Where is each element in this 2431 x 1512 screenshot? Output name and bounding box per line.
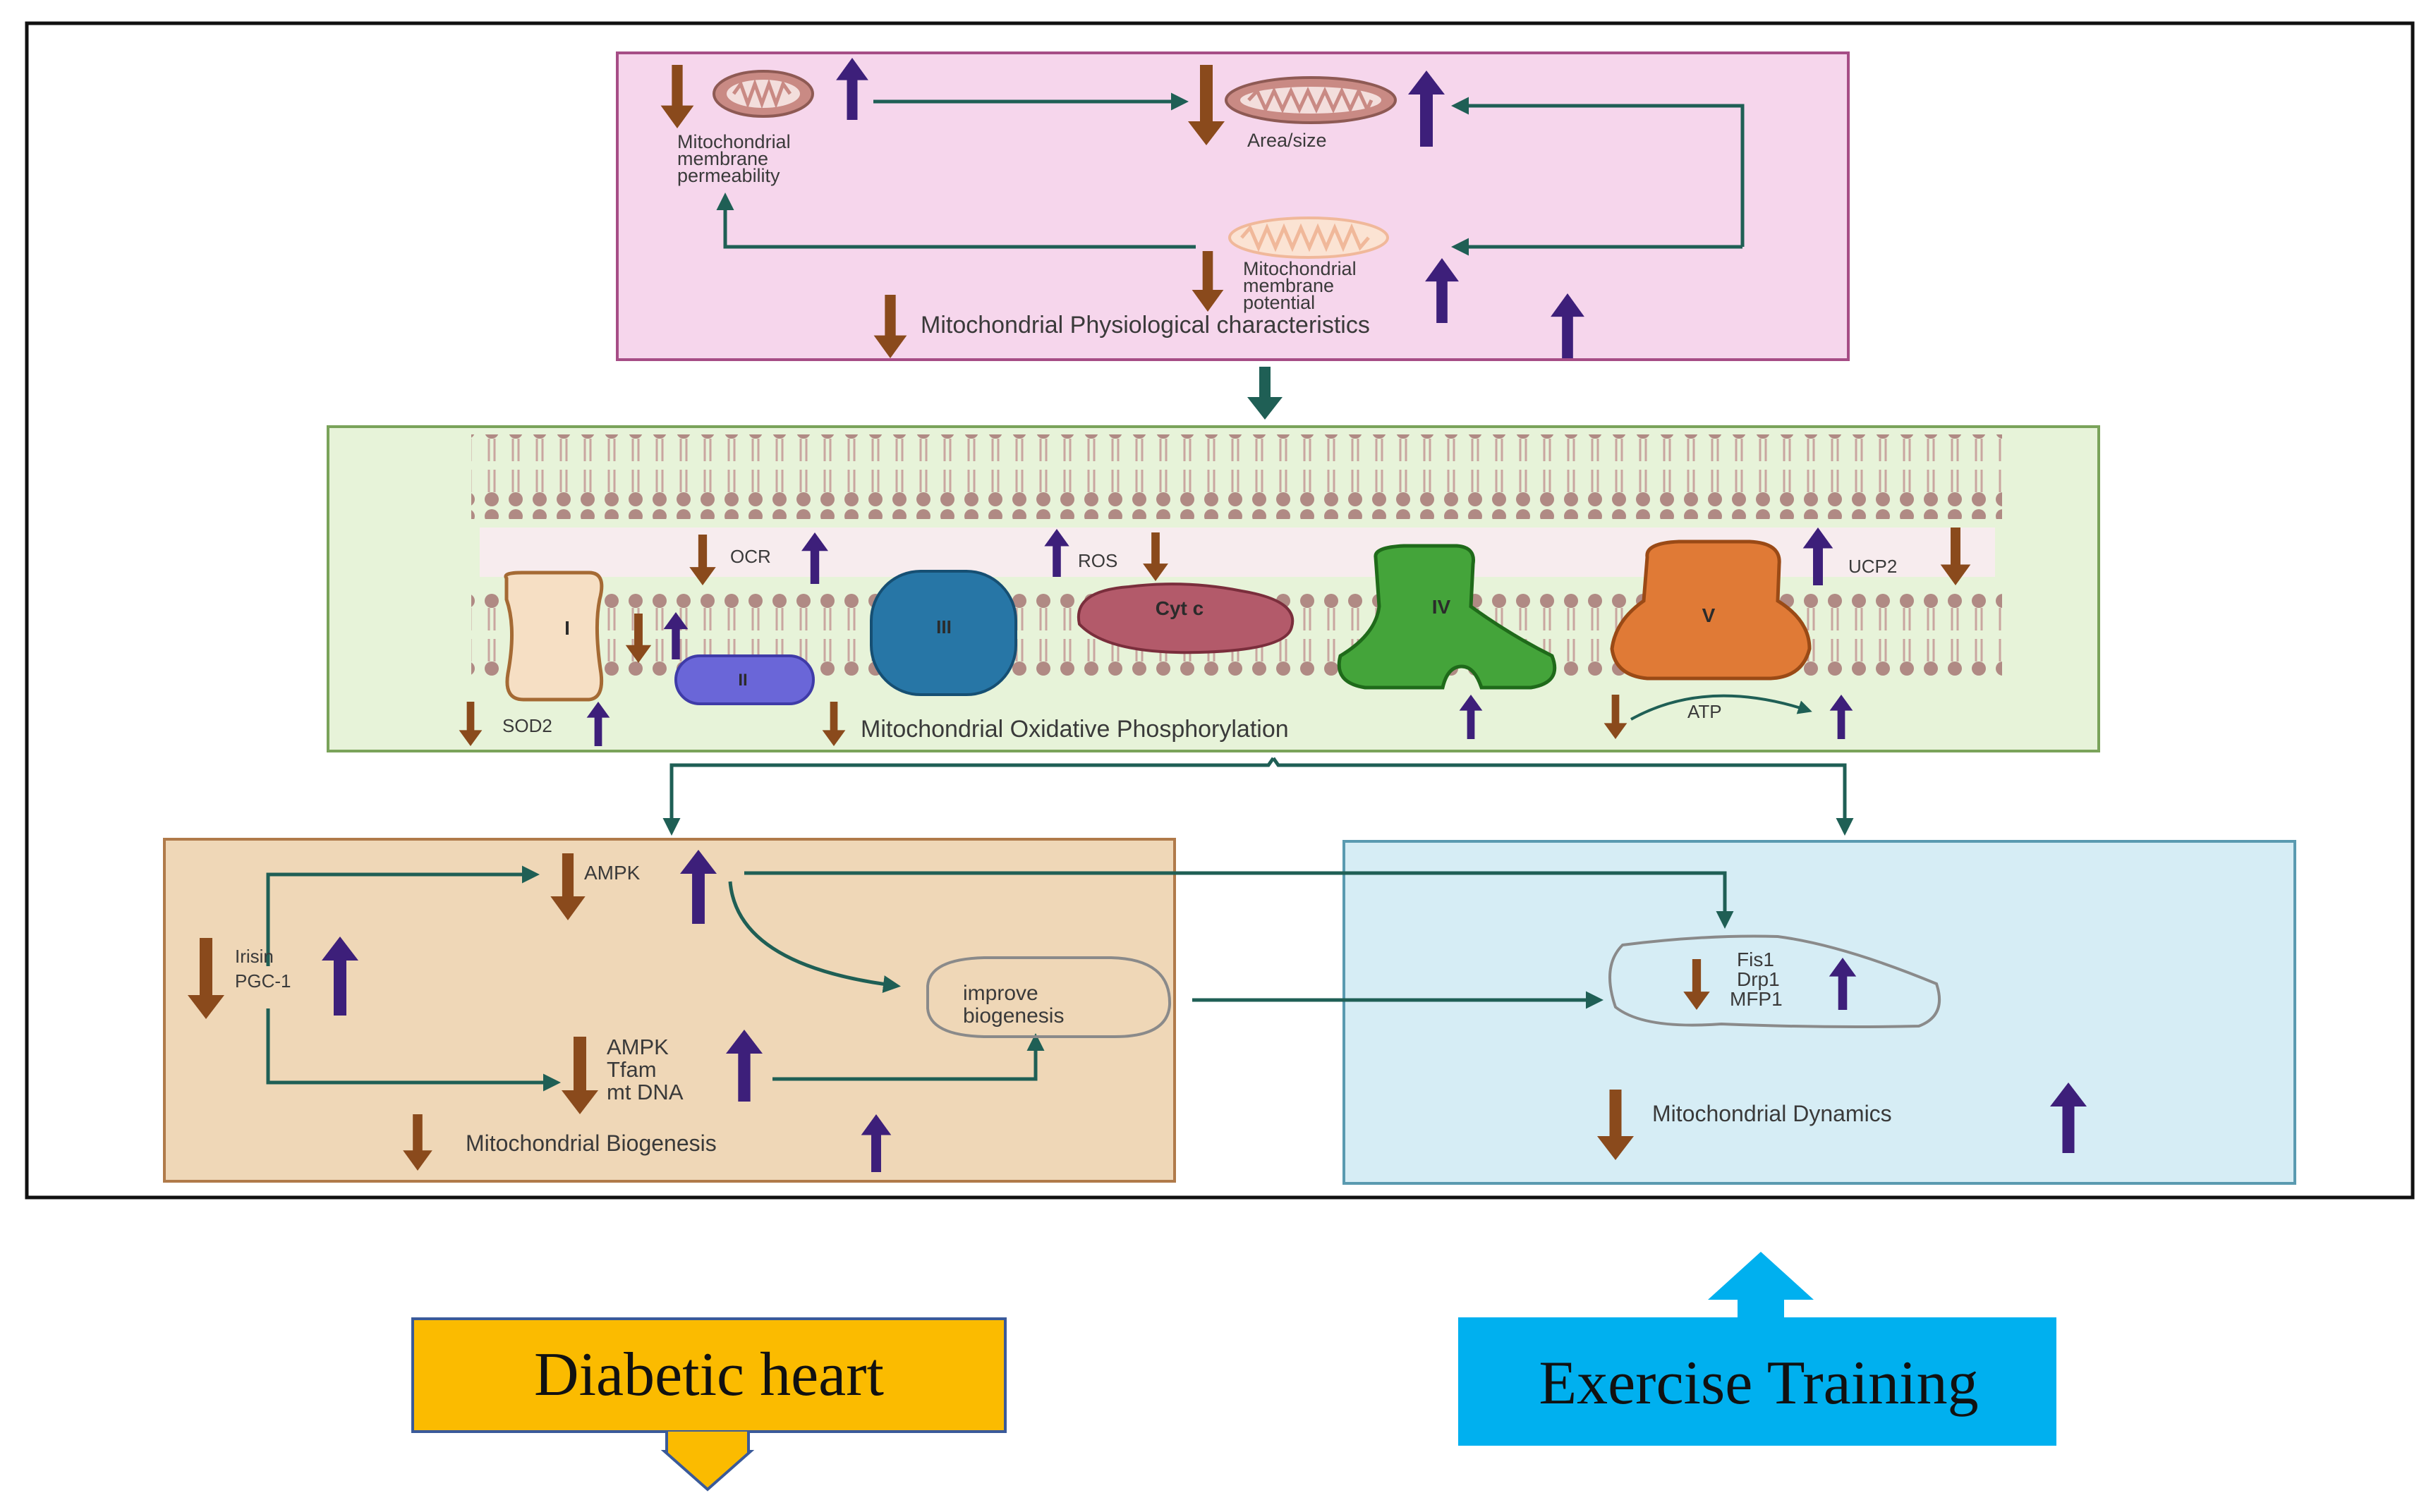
dynamics-bubble bbox=[1608, 934, 1941, 1028]
mitochondrion-icon bbox=[1225, 76, 1397, 124]
membrane-potential-label: Mitochondrial membrane potential bbox=[1243, 258, 1362, 313]
cytochrome-c: Cyt c bbox=[1077, 583, 1295, 654]
down-arrow-icon bbox=[1597, 1090, 1634, 1160]
up-arrow-icon bbox=[1044, 529, 1069, 577]
irisin-label: Irisin bbox=[235, 946, 274, 967]
flow-arrow bbox=[1451, 97, 1745, 247]
oxphos-panel: I II III Cyt c IV V OCR ROS UCP2 SOD2 AT… bbox=[327, 425, 2100, 752]
dynamics-title: Mitochondrial Dynamics bbox=[1652, 1101, 1892, 1126]
svg-text:II: II bbox=[738, 671, 747, 690]
ucp2-label: UCP2 bbox=[1848, 556, 1897, 577]
mitochondrion-icon bbox=[713, 70, 814, 118]
down-arrow-icon bbox=[459, 702, 483, 746]
atp-label: ATP bbox=[1687, 701, 1722, 722]
biogenesis-factors-label: AMPK Tfam mt DNA bbox=[607, 1035, 684, 1104]
down-arrow-icon bbox=[822, 702, 846, 746]
up-arrow-icon bbox=[1408, 71, 1445, 147]
exercise-training-legend: Exercise Training bbox=[1458, 1252, 2056, 1446]
up-arrow-icon bbox=[663, 612, 689, 659]
up-arrow-icon bbox=[586, 702, 610, 746]
flow-arrow bbox=[266, 865, 540, 966]
down-arrow-icon bbox=[1683, 959, 1710, 1010]
regulation-arrows bbox=[188, 58, 2087, 1172]
area-size-label: Area/size bbox=[1247, 130, 1327, 151]
ocr-label: OCR bbox=[730, 546, 771, 567]
complex-v: V bbox=[1610, 539, 1812, 681]
down-arrow-icon bbox=[188, 938, 224, 1019]
up-arrow-icon bbox=[801, 532, 828, 584]
up-arrow-icon bbox=[322, 937, 358, 1016]
flow-arrow bbox=[744, 871, 1734, 929]
down-arrow-icon bbox=[660, 65, 694, 128]
ampk-label: AMPK bbox=[584, 862, 641, 884]
up-arrow-icon bbox=[1829, 695, 1853, 739]
down-arrow-icon bbox=[689, 535, 716, 585]
up-arrow-icon bbox=[1425, 258, 1459, 323]
down-arrow-icon bbox=[1940, 528, 1971, 585]
svg-text:IV: IV bbox=[1432, 596, 1451, 618]
complex-i: I bbox=[504, 571, 604, 702]
physiology-panel: Mitochondrial membrane permeability Area… bbox=[616, 51, 1850, 361]
improve-biogenesis-label: improve biogenesis bbox=[963, 982, 1064, 1028]
up-arrow-icon bbox=[680, 850, 717, 924]
ros-label: ROS bbox=[1078, 550, 1117, 571]
up-arrow-icon bbox=[861, 1114, 892, 1172]
up-arrow-icon bbox=[836, 58, 868, 120]
outer-membrane bbox=[471, 434, 2002, 519]
down-arrow-icon bbox=[873, 295, 907, 358]
mitochondrion-icon bbox=[1228, 217, 1389, 259]
complex-ii: II bbox=[674, 654, 815, 705]
down-arrow-icon bbox=[403, 1114, 432, 1171]
biogenesis-panel: AMPK Irisin PGC-1 improve biogenesis AMP… bbox=[163, 838, 1176, 1183]
exercise-training-label: Exercise Training bbox=[1539, 1349, 1978, 1418]
flow-arrow bbox=[728, 881, 901, 993]
sod2-label: SOD2 bbox=[502, 715, 552, 736]
up-arrow-icon bbox=[1459, 695, 1483, 739]
up-arrow-icon bbox=[1551, 293, 1584, 358]
oxphos-title: Mitochondrial Oxidative Phosphorylation bbox=[861, 716, 1289, 743]
dynamics-panel: Fis1 Drp1 MFP1 Mitochondrial Dynamics bbox=[1342, 840, 2296, 1185]
diabetic-heart-legend: Diabetic heart bbox=[411, 1317, 1007, 1492]
down-arrow-icon bbox=[562, 1037, 598, 1114]
up-arrow-icon bbox=[2050, 1083, 2087, 1153]
svg-text:I: I bbox=[564, 617, 570, 639]
down-arrow-icon bbox=[1188, 65, 1225, 145]
permeability-label: Mitochondrial membrane permeability bbox=[677, 131, 796, 186]
svg-text:V: V bbox=[1702, 604, 1716, 626]
complex-iii: III bbox=[870, 570, 1017, 696]
flow-arrow bbox=[266, 1008, 561, 1092]
split-arrow-left bbox=[662, 757, 1275, 836]
up-arrow-icon bbox=[726, 1030, 763, 1102]
biogenesis-title: Mitochondrial Biogenesis bbox=[466, 1130, 717, 1156]
up-arrow-icon bbox=[1802, 528, 1833, 585]
down-arrow-icon bbox=[625, 614, 652, 663]
diabetic-heart-label: Diabetic heart bbox=[534, 1341, 884, 1409]
down-arrow-icon bbox=[1143, 532, 1168, 581]
atp-arrow bbox=[1630, 694, 1812, 721]
physiology-title: Mitochondrial Physiological characterist… bbox=[921, 312, 1370, 339]
down-arrow-icon bbox=[550, 853, 586, 920]
complex-iv: IV bbox=[1337, 544, 1557, 690]
panel-connector-arrow bbox=[1247, 367, 1283, 420]
flow-arrow bbox=[716, 193, 1196, 249]
down-arrow-icon bbox=[1604, 695, 1627, 739]
up-arrow-icon bbox=[1829, 958, 1857, 1010]
flow-arrow bbox=[772, 1033, 1045, 1081]
pgc1-label: PGC-1 bbox=[235, 970, 291, 992]
improve-biogenesis-bubble bbox=[926, 956, 1172, 1038]
dynamics-proteins-label: Fis1 Drp1 MFP1 bbox=[1730, 949, 1785, 1010]
down-arrow-icon bbox=[1192, 251, 1224, 312]
svg-text:III: III bbox=[936, 616, 952, 638]
svg-text:Cyt c: Cyt c bbox=[1156, 597, 1204, 619]
split-arrow-right bbox=[1271, 757, 1854, 836]
